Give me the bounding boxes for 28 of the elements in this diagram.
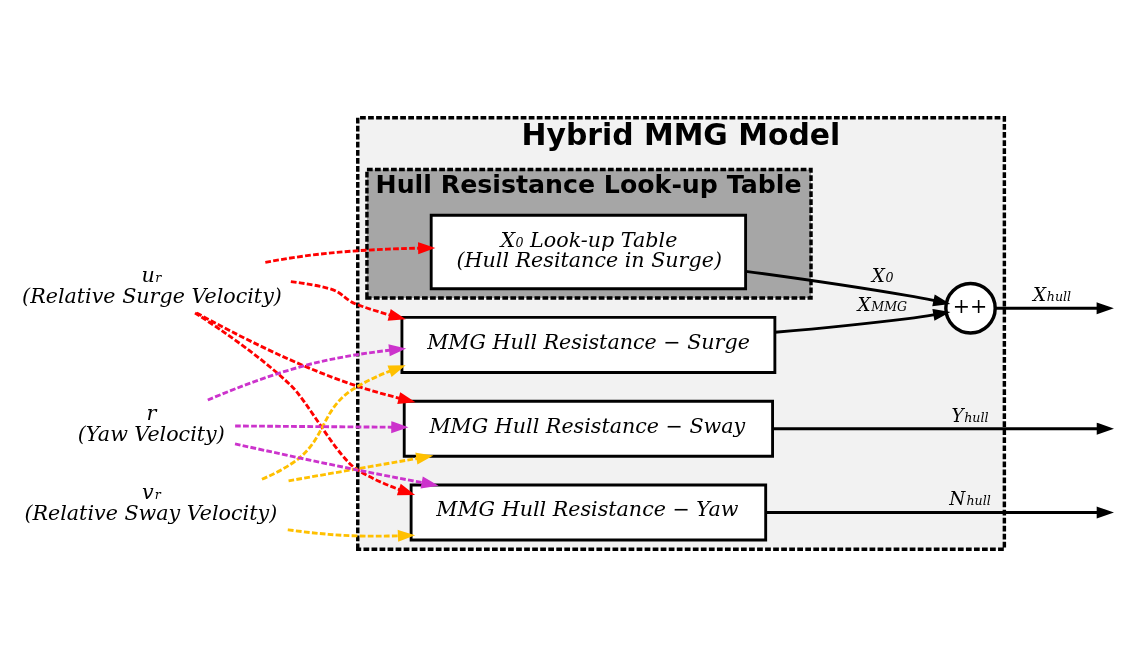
- arrow: [261, 364, 406, 481]
- node-box: MMG Hull Resistance − Surge: [400, 315, 777, 374]
- arrow: [766, 505, 1114, 519]
- node-text: ur (Relative Surge Velocity): [22, 262, 282, 308]
- arrow: [207, 343, 407, 401]
- edge-label: XMMG: [857, 293, 908, 315]
- node-text: r (Yaw Velocity): [77, 400, 225, 446]
- arrow: [745, 269, 951, 306]
- arrow: [290, 279, 406, 321]
- node-box: X0 Look-up Table (Hull Resitance in Surge): [429, 213, 748, 290]
- edge-label: Yhull: [951, 404, 989, 426]
- node-box: MMG Hull Resistance − Sway: [402, 399, 774, 458]
- arrow: [774, 308, 951, 334]
- edge-label: X0: [871, 264, 894, 286]
- edge-label: Nhull: [949, 487, 991, 509]
- arrow: [235, 420, 409, 433]
- node-box: MMG Hull Resistance − Yaw: [409, 483, 768, 541]
- arrow: [234, 441, 439, 488]
- arrow: [772, 422, 1114, 435]
- arrow: [995, 301, 1114, 314]
- arrow: [265, 241, 436, 264]
- arrow: [194, 311, 416, 495]
- arrow: [195, 311, 416, 404]
- arrow: [287, 527, 416, 542]
- node-circle: ++: [944, 281, 997, 335]
- edge-label: Xhull: [1033, 283, 1072, 305]
- node-text: vr (Relative Sway Velocity): [24, 479, 278, 525]
- arrow: [288, 452, 434, 482]
